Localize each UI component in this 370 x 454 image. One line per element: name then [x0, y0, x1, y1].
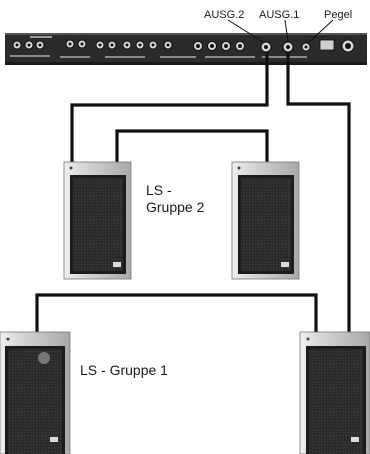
speaker-group-2-label-line2: Gruppe 2: [146, 199, 204, 216]
output-2-label: AUSG.2: [204, 9, 244, 21]
amplifier-rear-panel: [5, 33, 367, 65]
speaker-group-1-label: LS - Gruppe 1: [80, 362, 168, 379]
output-1-label: AUSG.1: [259, 9, 299, 21]
speaker-group-2-label-line1: LS -: [146, 182, 172, 199]
level-label: Pegel: [324, 9, 352, 21]
